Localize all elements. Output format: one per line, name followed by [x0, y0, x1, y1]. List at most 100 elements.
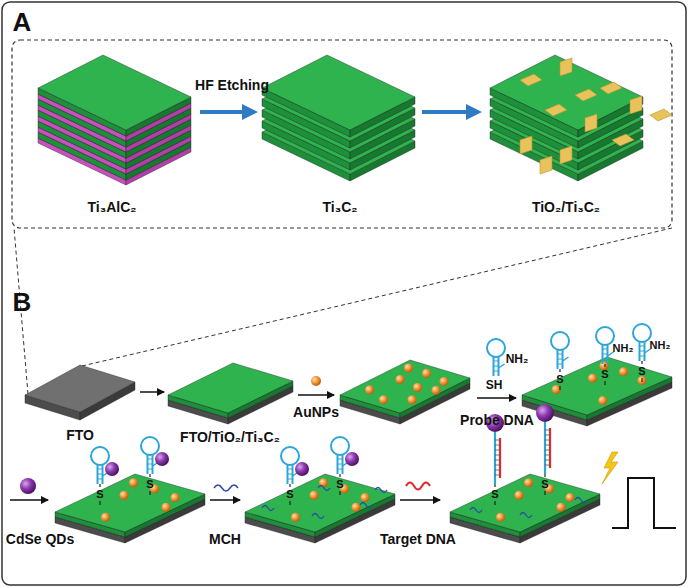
base-pair: [545, 460, 550, 461]
probe-dna-loop: [91, 447, 109, 465]
tio2-flake: [600, 82, 622, 94]
gold-nanoparticle: [396, 375, 405, 384]
gold-nanoparticle: [408, 395, 417, 404]
base-pair: [495, 450, 500, 451]
base-pair: [603, 349, 608, 350]
thiol-linker: [559, 386, 560, 390]
gold-nanoparticle: [120, 491, 129, 500]
tio2-flake: [575, 89, 597, 101]
gold-nanoparticle: [352, 503, 361, 512]
thiol-linker: [149, 474, 150, 477]
gold-nanoparticle: [598, 396, 607, 405]
process-arrow: [422, 110, 474, 114]
base-pair: [338, 464, 343, 465]
probe-dna-loop: [141, 437, 159, 455]
tio2-ti3c2-film: [340, 360, 470, 413]
gold-nanoparticle: [291, 513, 300, 522]
target-dna-strand: [549, 428, 551, 468]
probe-dna-tail: [645, 349, 651, 353]
gold-nanoparticle: [619, 367, 628, 376]
base-pair: [558, 359, 563, 360]
gold-nanoparticle: [432, 386, 441, 395]
gold-nanoparticle: [557, 503, 566, 512]
tio2-flake: [560, 58, 572, 76]
gold-nanoparticle: [496, 513, 505, 522]
tio2-ti3c2-film: [450, 474, 600, 532]
figure-label: S: [556, 373, 563, 385]
thiol-linker: [604, 364, 605, 367]
thiol-linker: [289, 484, 290, 487]
thiol-linker: [604, 381, 605, 385]
base-pair: [98, 474, 103, 475]
cdse-quantum-dot: [345, 452, 359, 466]
figure-label: TiO₂/Ti₃C₂: [532, 200, 600, 215]
mch-molecule: [214, 485, 238, 491]
tio2-flake: [520, 74, 542, 86]
base-pair: [98, 469, 103, 470]
process-arrow: [210, 499, 240, 501]
figure-label: S: [96, 488, 103, 500]
base-pair: [603, 359, 608, 360]
figure-label: Ti₃AlC₂: [88, 200, 137, 215]
gold-nanoparticle: [365, 385, 374, 394]
panel-letter: A: [13, 8, 32, 37]
figure-label: FTO/TiO₂/Ti₃C₂: [180, 430, 280, 445]
probe-dna-tail: [563, 357, 569, 361]
figure-label: S: [286, 488, 293, 500]
base-pair: [338, 459, 343, 460]
figure-label: S: [491, 488, 498, 500]
thiol-linker: [494, 484, 495, 487]
tio2-flake: [650, 109, 672, 121]
mch-molecule: [375, 488, 387, 493]
figure-label: NH₂: [506, 353, 529, 366]
figure-label: NH₂: [650, 339, 671, 351]
mch-molecule: [318, 486, 330, 491]
base-pair: [545, 450, 550, 451]
base-pair: [603, 354, 608, 355]
process-arrow: [200, 110, 250, 114]
base-pair: [288, 469, 293, 470]
figure-label: Ti₃C₂: [323, 200, 358, 215]
base-pair: [640, 346, 645, 347]
gold-nanoparticle: [524, 478, 533, 487]
figure-label: AuNPs: [293, 405, 339, 420]
figure-label: S: [638, 365, 645, 377]
light-bolt: [602, 452, 618, 484]
base-pair: [640, 351, 645, 352]
cdse-quantum-dot: [295, 462, 309, 476]
tio2-flake: [520, 136, 532, 154]
base-pair: [558, 354, 563, 355]
base-pair: [495, 455, 500, 456]
thiol-linker: [339, 474, 340, 477]
mch-molecule: [360, 503, 372, 508]
base-pair: [545, 440, 550, 441]
base-pair: [148, 459, 153, 460]
base-pair: [288, 474, 293, 475]
mch-molecule: [575, 498, 587, 503]
mch-molecule: [470, 508, 482, 513]
figure-label: S: [541, 478, 548, 490]
probe-dna-loop: [596, 327, 614, 345]
thiol-linker: [149, 491, 150, 495]
gold-nanoparticle: [162, 503, 171, 512]
tio2-ti3c2-film: [55, 474, 205, 532]
ti3c2-layer: [38, 55, 191, 130]
figure-label: S: [601, 368, 608, 380]
thiol-linker: [544, 491, 545, 495]
figure-label: MCH: [209, 532, 241, 547]
gold-nanoparticle: [552, 385, 561, 394]
figure-label: SH: [486, 379, 503, 392]
tio2-flake: [630, 96, 642, 114]
tio2-flake: [612, 134, 634, 146]
base-pair: [148, 469, 153, 470]
base-pair: [495, 445, 500, 446]
cdse-quantum-dot: [536, 404, 554, 422]
process-arrow: [140, 391, 164, 393]
figure-label: Probe DNA: [460, 413, 534, 428]
base-pair: [288, 479, 293, 480]
tio2-flake: [545, 104, 567, 116]
gold-nanoparticle: [379, 395, 388, 404]
base-pair: [494, 361, 499, 362]
